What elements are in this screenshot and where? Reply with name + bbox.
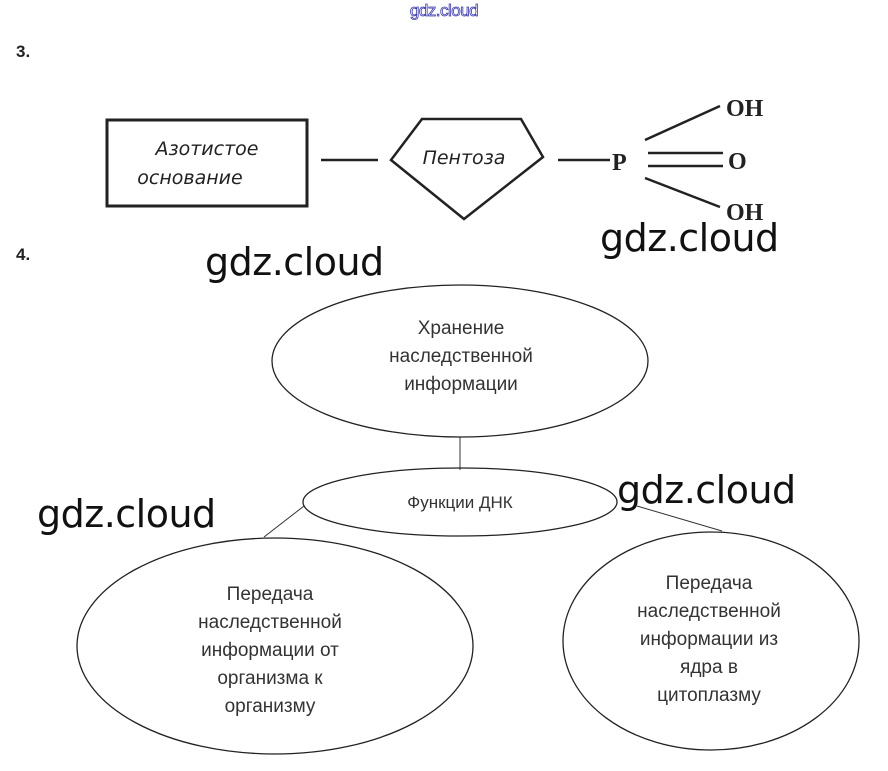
oxygen-double: O	[728, 149, 747, 175]
center-label: Функции ДНК	[407, 493, 512, 512]
left-function-line-5: организму	[225, 696, 316, 717]
watermark-4: gdz.cloud	[617, 468, 796, 512]
pentose-label: Пентоза	[423, 147, 506, 169]
top-function-line-2: наследственной	[389, 346, 533, 367]
nucleotide-diagram: Азотистое основание Пентоза P OH O OH	[105, 96, 764, 226]
watermark-3: gdz.cloud	[37, 492, 216, 536]
top-function-oval	[271, 284, 649, 438]
watermark-2: gdz.cloud	[205, 240, 384, 284]
pentose-pentagon	[389, 117, 545, 221]
right-function-line-3: информации из	[640, 629, 778, 650]
phosphorus-atom: P	[612, 150, 627, 176]
nitrogen-base-box	[105, 118, 309, 208]
p-oh-bond-top	[644, 104, 721, 142]
hydroxyl-bottom: OH	[726, 200, 764, 226]
left-function-line-3: информации от	[201, 640, 339, 661]
task-3-number: 3.	[16, 42, 31, 61]
left-function-oval	[76, 537, 474, 755]
hydroxyl-top: OH	[726, 96, 764, 122]
connector-right	[636, 505, 723, 532]
center-oval	[302, 467, 618, 537]
task-4-number: 4.	[16, 245, 31, 264]
right-function-line-2: наследственной	[637, 601, 781, 622]
top-watermark: gdz.cloud	[409, 1, 479, 21]
right-function-line-5: цитоплазму	[657, 685, 761, 706]
right-function-oval	[562, 531, 860, 751]
p-oh-bond-bottom	[644, 176, 721, 209]
nitrogen-base-label-line-2: основание	[137, 167, 242, 189]
dna-functions-diagram: Хранение наследственной информации Функц…	[76, 284, 860, 755]
connector-left	[263, 505, 305, 538]
nitrogen-base-label-line-1: Азотистое	[154, 138, 259, 160]
right-function-line-4: ядра в	[680, 657, 738, 678]
top-function-line-3: информации	[404, 374, 518, 395]
left-function-line-2: наследственной	[198, 612, 342, 633]
watermark-1: gdz.cloud	[600, 216, 779, 260]
left-function-line-4: организма к	[217, 668, 323, 689]
right-function-line-1: Передача	[666, 573, 753, 594]
left-function-line-1: Передача	[227, 584, 314, 605]
top-function-line-1: Хранение	[418, 318, 505, 339]
